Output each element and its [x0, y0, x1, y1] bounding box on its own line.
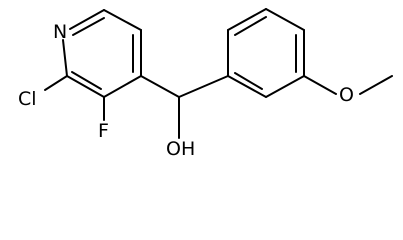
atom-fluorine: F: [98, 120, 109, 142]
bond-c4-ch: [140, 75, 180, 98]
bond-c2-n: [62, 39, 68, 77]
bond-c3-c2-double: [71, 71, 102, 90]
bond-b3-b4: [265, 8, 305, 31]
bond-n-c6-double: [72, 17, 105, 36]
bond-b6-b1: [227, 75, 267, 98]
atom-methoxy-oxygen: O: [339, 84, 354, 106]
bond-ch-c1prime: [178, 75, 229, 98]
bond-c4-c3: [103, 75, 142, 98]
bond-b6-b1-double: [234, 72, 263, 90]
structure-canvas: N Cl F OH O: [18, 8, 393, 160]
bond-b2-b3: [227, 8, 267, 31]
bond-o-ch3: [359, 75, 393, 95]
bond-c6-c5: [103, 9, 142, 31]
bond-layer: [44, 8, 393, 139]
atom-nitrogen: N: [53, 21, 68, 43]
bond-b5-b6: [265, 75, 305, 98]
bond-c2-cl: [44, 75, 68, 91]
bond-c3-c2: [66, 75, 105, 98]
bond-b2-b3-double: [234, 16, 267, 36]
bond-n-c6: [69, 9, 105, 30]
atom-chlorine: Cl: [18, 88, 37, 110]
atom-hydroxyl: OH: [166, 138, 196, 160]
bond-b5-o: [303, 75, 337, 95]
